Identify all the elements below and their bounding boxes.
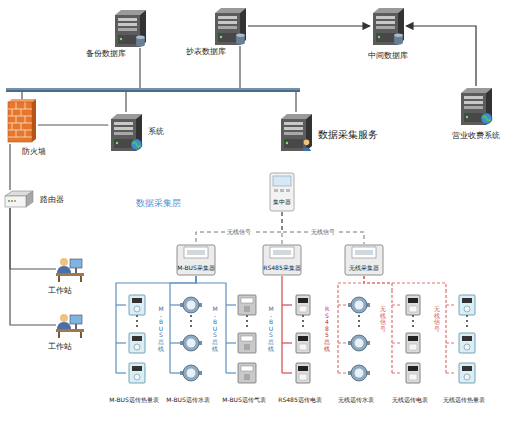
node-caption: 无线远传热量表 xyxy=(443,397,485,404)
router-icon xyxy=(5,191,33,207)
database-server: 中间数据库 xyxy=(370,6,406,46)
database-badge xyxy=(394,34,403,45)
node-caption: 数据采集服务 xyxy=(318,129,378,140)
user-badge xyxy=(302,140,312,151)
node-caption: 防火墙 xyxy=(22,148,46,157)
firewall: 防火墙 xyxy=(6,98,38,144)
bus-label: M-BUS总线 xyxy=(212,306,218,352)
router: 路由器 xyxy=(4,190,34,208)
node-caption: 营业收费系统 xyxy=(452,132,500,141)
workstation-icon xyxy=(56,314,84,338)
node-caption: 抄表数据库 xyxy=(186,48,226,57)
node-caption: 无线远传水表 xyxy=(338,397,374,404)
layer-label: 数据采集层 xyxy=(136,199,181,209)
meter-group: M-BUS远传气表 xyxy=(222,290,266,390)
server-icon xyxy=(111,114,142,151)
globe-badge xyxy=(481,113,492,124)
concentrator: 集中器 xyxy=(269,172,295,212)
network-link xyxy=(38,124,108,125)
node-caption: M-BUS远传水表 xyxy=(166,397,209,404)
server-icon xyxy=(461,88,492,125)
node-caption: 工作站 xyxy=(48,343,72,352)
node-caption: 中间数据库 xyxy=(368,52,408,61)
server-icon xyxy=(215,8,246,45)
sync-arrow xyxy=(406,26,476,86)
mbus-link xyxy=(170,276,196,290)
database-badge xyxy=(236,34,245,45)
mbus-link xyxy=(196,276,226,290)
node-caption: M-BUS采集器 xyxy=(177,265,214,272)
node-caption: M-BUS远传热量表 xyxy=(109,397,158,404)
collector: RS485采集器 xyxy=(262,244,302,276)
collector: M-BUS采集器 xyxy=(176,244,216,276)
signal-label: 无线信号 xyxy=(309,229,337,236)
globe-badge xyxy=(131,139,142,150)
meter-group: RS485远传电表 xyxy=(278,290,322,390)
server-icon xyxy=(115,10,146,47)
node-caption: 路由器 xyxy=(40,196,64,205)
network-link xyxy=(9,144,10,190)
meter-group: 无线远传电表 xyxy=(388,290,432,390)
workstation: 工作站 xyxy=(56,256,84,282)
meter-group: 无线远传热量表 xyxy=(442,290,486,390)
mbus-link xyxy=(116,276,196,290)
node-caption: 系统 xyxy=(148,128,164,137)
node-caption: RS485采集器 xyxy=(263,265,300,272)
workstation: 工作站 xyxy=(56,312,84,338)
network-bus xyxy=(6,89,300,90)
system-server: 系统 xyxy=(108,112,144,152)
collector-icon xyxy=(177,245,215,275)
bus-label: M-BUS总线 xyxy=(268,306,274,352)
node-caption: M-BUS远传气表 xyxy=(222,397,265,404)
node-caption: 无线远传电表 xyxy=(392,397,428,404)
database-server: 抄表数据库 xyxy=(212,6,248,46)
node-caption: 集中器 xyxy=(273,199,291,206)
wireless-link xyxy=(364,276,446,290)
meter-group: M-BUS远传热量表 xyxy=(112,290,156,390)
signal-label: 无线信号 xyxy=(225,229,253,236)
bus-label: 无线信号 xyxy=(380,306,386,332)
collector: 无线采集器 xyxy=(344,244,384,276)
sync-arrow xyxy=(248,25,370,26)
network-bus xyxy=(6,88,300,92)
rs485-link xyxy=(281,276,282,290)
server-icon xyxy=(373,8,404,45)
firewall-icon xyxy=(8,99,36,142)
wireless-signal-link xyxy=(196,212,282,244)
service-server: 数据采集服务 xyxy=(278,112,314,152)
wireless-link xyxy=(338,276,364,290)
workstation-icon xyxy=(56,258,84,282)
database-badge xyxy=(136,36,145,47)
wireless-signal-link xyxy=(282,212,364,244)
node-caption: 备份数据库 xyxy=(86,50,126,59)
concentrator-icon xyxy=(270,173,294,211)
meter-group: M-BUS远传水表 xyxy=(166,290,210,390)
node-caption: 工作站 xyxy=(48,287,72,296)
bus-label: M-BUS总线 xyxy=(158,306,164,352)
meter-icons xyxy=(129,295,475,383)
bus-stub xyxy=(22,46,296,112)
bus-label: RS485总线 xyxy=(324,306,330,352)
bus-label: 无线信号 xyxy=(434,306,440,332)
database-server: 备份数据库 xyxy=(112,8,148,48)
collector-icon xyxy=(263,245,301,275)
node-caption: RS485远传电表 xyxy=(278,397,321,404)
meter-group: 无线远传水表 xyxy=(334,290,378,390)
network-link xyxy=(10,208,56,325)
collector-icon xyxy=(345,245,383,275)
network-link xyxy=(10,208,56,269)
server-icon xyxy=(281,114,312,151)
node-caption: 无线采集器 xyxy=(349,265,379,272)
billing-server: 营业收费系统 xyxy=(458,86,494,126)
